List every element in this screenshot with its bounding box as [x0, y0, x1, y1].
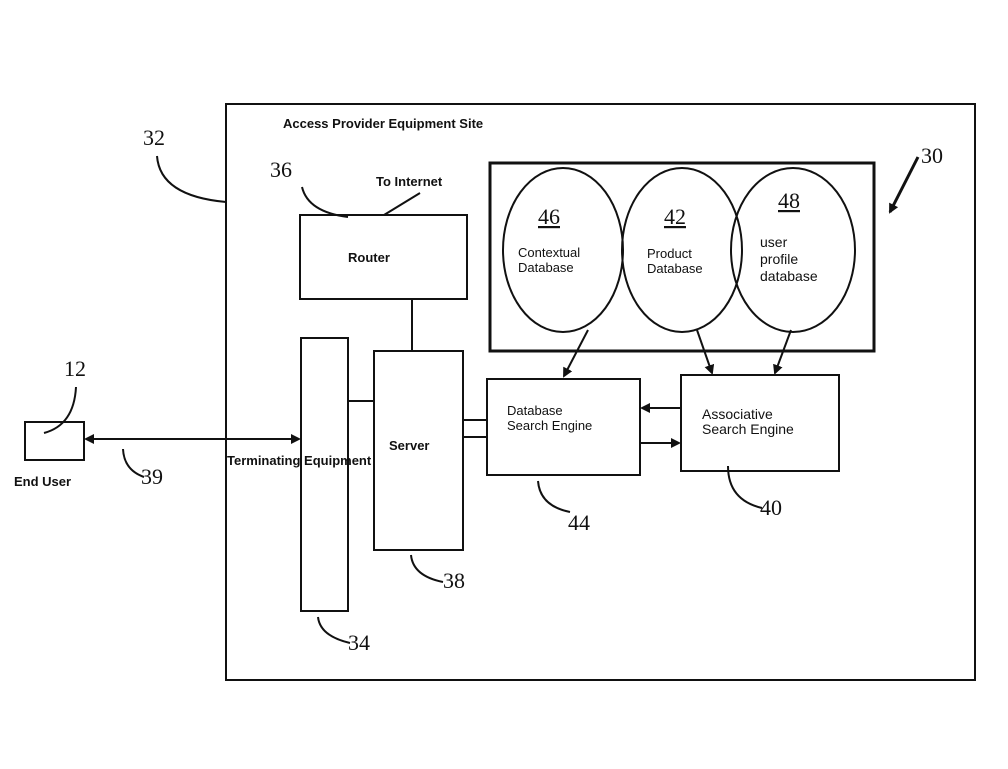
- router-ref-label: 36: [270, 157, 292, 182]
- product-db-line2: Database: [647, 261, 703, 276]
- server-ref-label: 38: [443, 568, 465, 593]
- terminating-equipment-label: Terminating Equipment: [227, 453, 372, 468]
- assoc-engine-leader-line: [727, 465, 763, 509]
- user-profile-db-line2: profile: [760, 251, 798, 267]
- user-profile-db-line3: database: [760, 268, 818, 284]
- product-db-ref: 42: [664, 204, 686, 229]
- product-to-assoc-engine-arrow: [696, 329, 715, 375]
- db-engine-line2: Search Engine: [507, 418, 592, 433]
- product-db-line1: Product: [647, 246, 692, 261]
- end-user-ref-label: 12: [64, 356, 86, 381]
- site-title: Access Provider Equipment Site: [283, 116, 483, 131]
- server-leader-line: [410, 554, 444, 583]
- site-leader-line: [156, 155, 227, 203]
- assoc-engine-line1: Associative: [702, 406, 773, 422]
- router-box: [299, 214, 468, 300]
- associative-search-engine-box: [680, 374, 840, 472]
- end-user-leader-line: [43, 386, 77, 434]
- router-leader-line: [301, 186, 349, 218]
- db-engine-line1: Database: [507, 403, 563, 418]
- internet-link-line: [383, 192, 421, 216]
- db-engine-leader-line: [537, 480, 571, 513]
- to-internet-label: To Internet: [376, 174, 443, 189]
- link-ref-label: 39: [141, 464, 163, 489]
- database-container-box: [488, 161, 876, 353]
- end-user-label: End User: [14, 474, 71, 489]
- router-label: Router: [348, 250, 390, 265]
- assoc-engine-ref-label: 40: [760, 495, 782, 520]
- contextual-to-db-engine-arrow: [563, 329, 589, 378]
- terminating-equipment-box: [300, 337, 349, 612]
- server-label: Server: [389, 438, 429, 453]
- system-ref-label: 30: [921, 143, 943, 168]
- user-profile-database-ellipse: [730, 167, 856, 333]
- terminating-leader-line: [317, 616, 351, 644]
- user-profile-to-assoc-engine-arrow: [773, 329, 792, 375]
- access-provider-site-box: [225, 103, 976, 681]
- product-database-ellipse: [621, 167, 743, 333]
- database-search-engine-box: [486, 378, 641, 476]
- site-ref-label: 32: [143, 125, 165, 150]
- terminating-ref-label: 34: [348, 630, 370, 655]
- db-engine-ref-label: 44: [568, 510, 590, 535]
- server-box: [373, 350, 464, 551]
- contextual-db-line1: Contextual: [518, 245, 580, 260]
- contextual-db-line2: Database: [518, 260, 574, 275]
- user-profile-db-ref: 48: [778, 188, 800, 213]
- user-profile-db-line1: user: [760, 234, 788, 250]
- assoc-engine-line2: Search Engine: [702, 421, 794, 437]
- link-leader-line: [122, 448, 145, 478]
- system-ref-arrow: [888, 156, 920, 214]
- contextual-db-ref: 46: [538, 204, 560, 229]
